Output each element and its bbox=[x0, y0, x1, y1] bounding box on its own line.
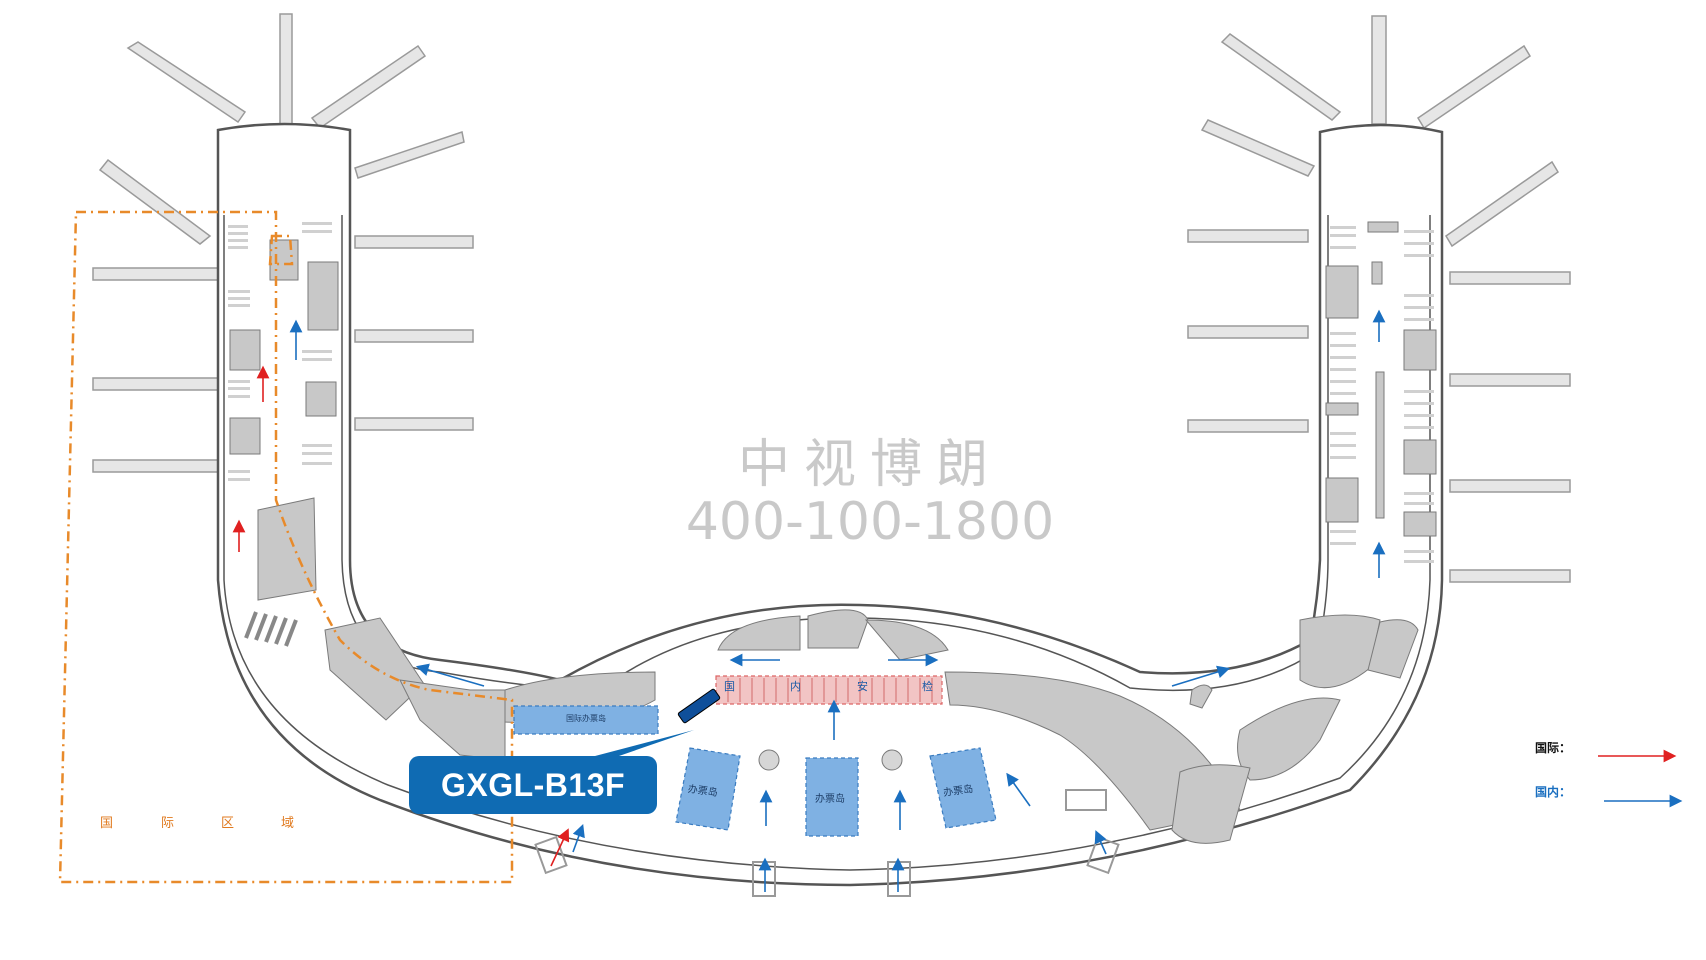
security-label-char-1: 国 bbox=[724, 680, 735, 693]
terminal-inner-outline bbox=[223, 215, 1431, 871]
international-area-boundary bbox=[58, 210, 514, 884]
intl-area-char-4: 域 bbox=[281, 816, 295, 831]
watermark-company: 中视博朗 bbox=[737, 435, 1002, 495]
security-label-char-3: 安 bbox=[857, 680, 868, 693]
advertisement-position-marker bbox=[677, 688, 721, 724]
intl-area-char-3: 区 bbox=[221, 816, 235, 831]
left-jet-bridges bbox=[92, 13, 474, 473]
watermark-phone: 400-100-1800 bbox=[685, 492, 1055, 552]
left-escalators bbox=[244, 611, 298, 647]
ticket-island-label-2: 办票岛 bbox=[815, 794, 845, 805]
intl-area-char-2: 际 bbox=[161, 816, 175, 831]
security-label-char-4: 检 bbox=[922, 680, 933, 693]
ticket-islands bbox=[513, 705, 997, 837]
intl-ticket-office-label: 国际办票岛 bbox=[566, 714, 606, 723]
right-pier-seating bbox=[1330, 226, 1434, 563]
hall-circles bbox=[758, 749, 903, 771]
domestic-flow-arrows bbox=[289, 309, 1386, 892]
legend-international-label: 国际： bbox=[1535, 741, 1572, 755]
ad-position-callout: GXGL-B13F bbox=[409, 756, 657, 814]
domestic-security-zone bbox=[715, 675, 943, 705]
right-pier-blocks bbox=[1325, 221, 1437, 537]
international-flow-arrows bbox=[232, 365, 570, 867]
intl-area-char-1: 国 bbox=[100, 816, 114, 831]
right-jet-bridges bbox=[1187, 15, 1571, 583]
entrance-markers bbox=[534, 789, 1120, 897]
legend-domestic-label: 国内： bbox=[1535, 785, 1572, 799]
security-label-char-2: 内 bbox=[790, 680, 801, 693]
left-pier-seating bbox=[228, 222, 332, 481]
central-hall-blocks bbox=[504, 609, 1419, 844]
